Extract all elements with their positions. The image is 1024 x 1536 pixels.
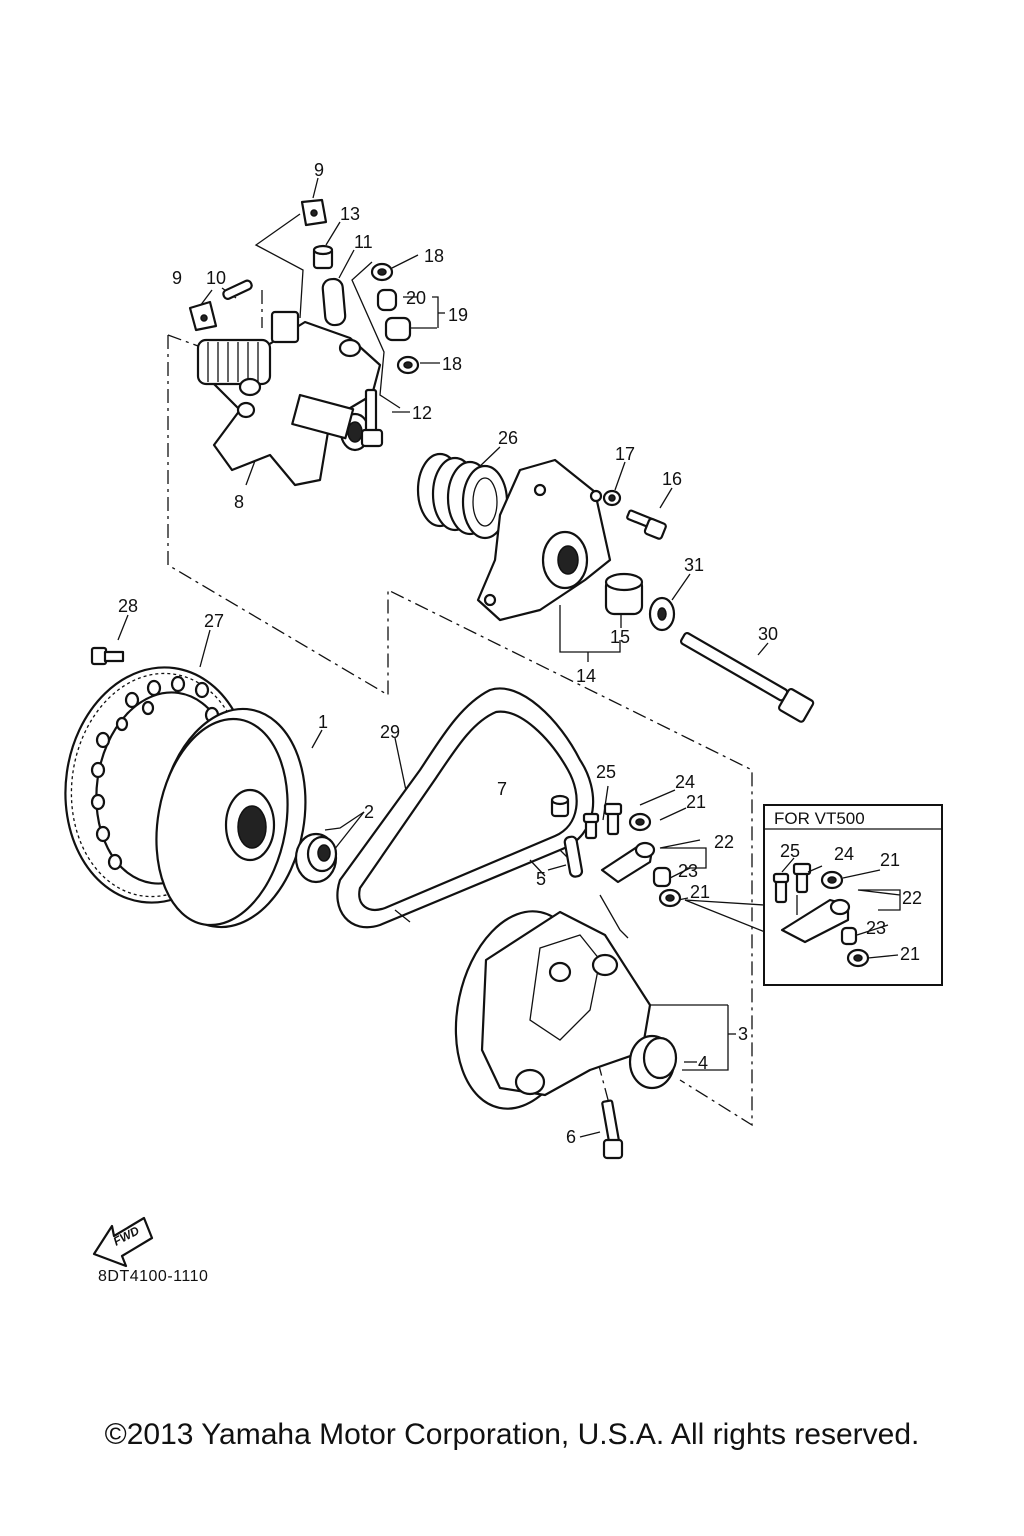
label-11: 11 (354, 232, 373, 252)
pin-25 (582, 812, 600, 840)
vt500-label-21-top: 21 (880, 850, 900, 870)
diagram-code: 8DT4100-1110 (98, 1268, 209, 1285)
bolt-28 (90, 646, 125, 666)
vt500-label-21-bottom: 21 (900, 944, 920, 964)
label-28: 28 (118, 596, 138, 616)
primary-sheave (155, 707, 307, 929)
spring-26 (416, 452, 509, 540)
weight-9-left (188, 300, 218, 332)
bolt-6 (601, 1099, 624, 1160)
label-18-top: 18 (424, 246, 444, 266)
label-8: 8 (234, 492, 244, 512)
vt500-bolt-24 (792, 862, 812, 894)
bushing-15 (604, 572, 644, 616)
vt500-variant-box: FOR VT500 25 24 (763, 804, 943, 986)
label-20: 20 (406, 288, 426, 308)
label-31: 31 (684, 555, 704, 575)
bolt-16 (626, 509, 667, 540)
bolt-12 (360, 388, 384, 448)
bolt-24 (603, 802, 623, 836)
label-25: 25 (596, 762, 616, 782)
roller-23 (652, 866, 672, 888)
label-2: 2 (364, 802, 374, 822)
copyright-notice: ©2013 Yamaha Motor Corporation, U.S.A. A… (104, 1418, 920, 1451)
vt500-label-24: 24 (834, 844, 854, 864)
label-16: 16 (662, 469, 682, 489)
pin-5 (563, 835, 584, 878)
bolt-30 (679, 631, 815, 723)
nut-13 (312, 244, 334, 270)
vt500-arm-22 (780, 898, 851, 944)
washer-17 (602, 489, 622, 507)
label-15: 15 (610, 627, 630, 647)
label-14: 14 (576, 666, 596, 686)
label-12: 12 (412, 403, 432, 423)
washer-31 (648, 596, 676, 632)
label-18-bottom: 18 (442, 354, 462, 374)
label-9-left: 9 (172, 268, 182, 288)
label-4: 4 (698, 1053, 708, 1073)
label-9-top: 9 (314, 160, 324, 180)
label-13: 13 (340, 204, 360, 224)
bushing-2 (294, 832, 338, 884)
label-30: 30 (758, 624, 778, 644)
vt500-washer-21-top (820, 870, 844, 890)
fwd-arrow-icon: FWD (92, 1216, 154, 1268)
vt500-washer-21-bottom (846, 948, 870, 968)
label-19: 19 (448, 305, 468, 325)
nut-7 (550, 794, 570, 818)
label-27: 27 (204, 611, 224, 631)
spider-hub (196, 310, 382, 487)
collar-20 (376, 288, 398, 312)
label-7: 7 (497, 779, 507, 799)
washer-21-top (628, 812, 652, 832)
secondary-sheave (454, 910, 652, 1110)
drive-belt (336, 687, 595, 929)
vt500-label-25: 25 (780, 841, 800, 861)
washer-21-bottom (658, 888, 682, 908)
arm-22 (600, 841, 656, 884)
callout-labels: 9 13 11 18 9 10 20 19 18 12 26 17 16 8 3… (118, 160, 778, 1147)
vt500-label-23: 23 (866, 918, 886, 938)
label-21-top: 21 (686, 792, 706, 812)
weight-9-top (300, 198, 328, 227)
vt500-title: FOR VT500 (774, 809, 865, 828)
label-22: 22 (714, 832, 734, 852)
label-10: 10 (206, 268, 226, 288)
label-21-bottom: 21 (690, 882, 710, 902)
label-24: 24 (675, 772, 695, 792)
label-29: 29 (380, 722, 400, 742)
label-3: 3 (738, 1024, 748, 1044)
vt500-pin-25 (772, 872, 790, 904)
cover-14 (476, 458, 612, 622)
roller-19 (384, 316, 412, 342)
label-1: 1 (318, 712, 328, 732)
vt500-roller-23 (840, 926, 858, 946)
washer-18-bottom (396, 355, 420, 375)
label-5: 5 (536, 869, 546, 889)
vt500-label-22: 22 (902, 888, 922, 908)
assembly-center-lines (167, 290, 753, 1146)
pin-10 (222, 279, 253, 300)
bushing-4 (628, 1034, 678, 1090)
collar-11 (321, 277, 347, 327)
label-6: 6 (566, 1127, 576, 1147)
label-26: 26 (498, 428, 518, 448)
label-17: 17 (615, 444, 635, 464)
washer-18-top (370, 262, 394, 282)
label-23: 23 (678, 861, 698, 881)
